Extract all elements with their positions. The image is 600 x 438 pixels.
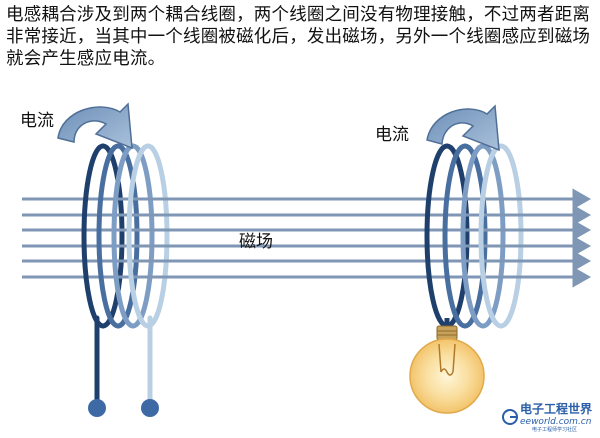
left-coil-leads	[88, 315, 159, 417]
field-arrowhead	[572, 235, 592, 257]
current-label-left: 电流	[20, 111, 54, 131]
field-arrowhead	[572, 188, 592, 210]
right-coil-front	[424, 143, 504, 329]
field-arrowhead	[572, 219, 592, 241]
current-label-right: 电流	[375, 125, 409, 145]
terminal-right	[141, 399, 159, 417]
watermark-name: 电子工程世界	[520, 401, 592, 416]
left-coil-front	[81, 143, 151, 329]
eeworld-watermark-logo: 电子工程世界 eeworld.com.cn 电子工程师学习社区	[502, 401, 592, 433]
right-coil-back	[444, 143, 524, 329]
magnetic-field-label: 磁场	[239, 232, 273, 252]
field-arrowhead	[572, 250, 592, 272]
field-arrowhead	[572, 266, 592, 288]
watermark-tagline: 电子工程师学习社区	[532, 426, 577, 433]
current-arrow-left	[57, 102, 133, 150]
terminal-left	[88, 399, 106, 417]
watermark-url: eeworld.com.cn	[520, 417, 592, 427]
caption-text: 电感耦合涉及到两个耦合线圈，两个线圈之间没有物理接触，不过两者距离非常接近，当其…	[6, 5, 591, 69]
light-bulb-icon	[409, 318, 485, 414]
field-arrowhead	[572, 204, 592, 226]
current-arrow-right	[426, 104, 500, 152]
